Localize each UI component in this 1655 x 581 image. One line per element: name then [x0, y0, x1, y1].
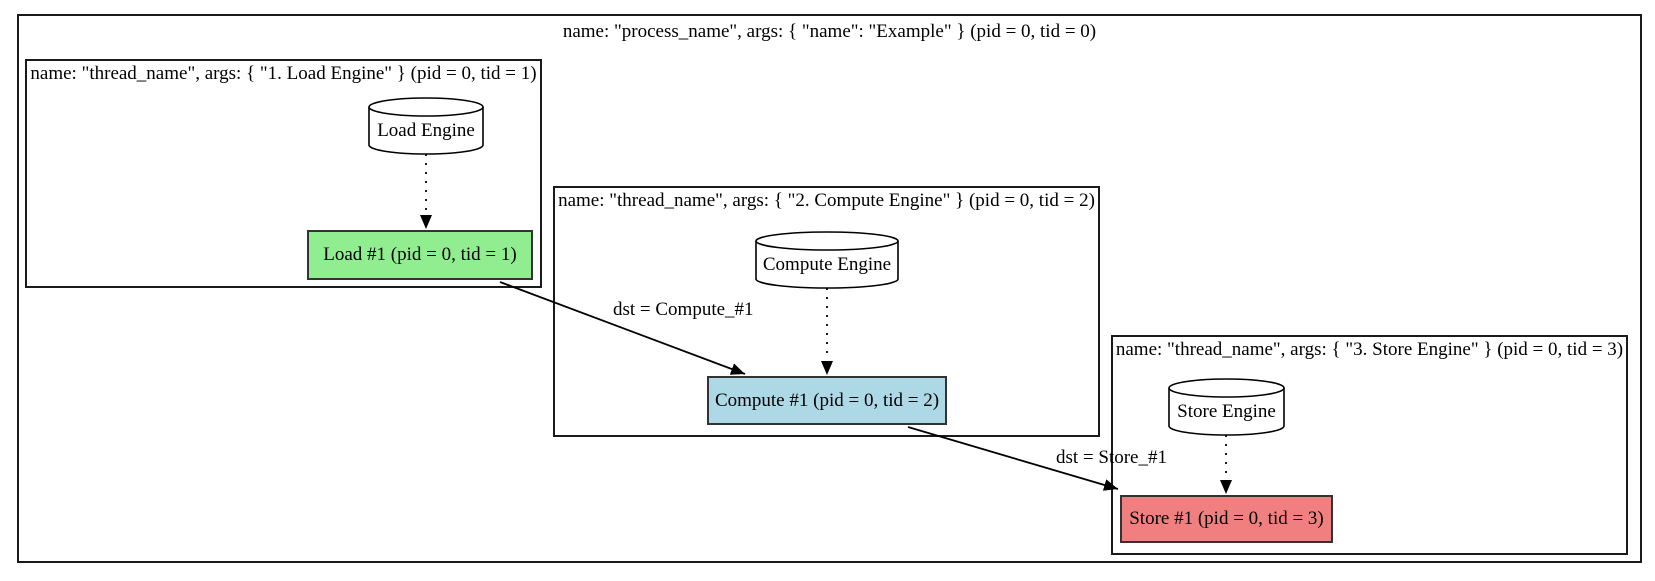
load-engine-cylinder-icon: Load Engine: [368, 97, 484, 155]
compute-node: Compute #1 (pid = 0, tid = 2): [707, 376, 947, 425]
process-cluster: [17, 14, 1642, 563]
compute-node-label: Compute #1 (pid = 0, tid = 2): [714, 389, 940, 411]
thread-cluster-store-label: name: "thread_name", args: { "3. Store E…: [1115, 339, 1624, 360]
store-node-label: Store #1 (pid = 0, tid = 3): [1129, 508, 1324, 529]
thread-cluster-load: [25, 59, 542, 288]
compute-engine-cylinder-icon: Compute Engine: [755, 231, 899, 289]
load-node: Load #1 (pid = 0, tid = 1): [307, 230, 533, 280]
thread-cluster-load-label: name: "thread_name", args: { "1. Load En…: [30, 63, 537, 84]
process-cluster-label: name: "process_name", args: { "name": "E…: [562, 21, 1097, 42]
load-node-label: Load #1 (pid = 0, tid = 1): [323, 244, 517, 265]
store-engine-label: Store Engine: [1177, 401, 1276, 422]
edge-label-dst-store: dst = Store_#1: [1056, 447, 1167, 468]
thread-cluster-compute-label: name: "thread_name", args: { "2. Compute…: [558, 190, 1095, 211]
store-engine-cylinder-icon: Store Engine: [1168, 378, 1285, 436]
load-engine-label: Load Engine: [377, 120, 475, 141]
store-node: Store #1 (pid = 0, tid = 3): [1120, 495, 1333, 543]
compute-engine-label: Compute Engine: [763, 254, 891, 275]
edge-label-dst-compute: dst = Compute_#1: [613, 299, 754, 320]
